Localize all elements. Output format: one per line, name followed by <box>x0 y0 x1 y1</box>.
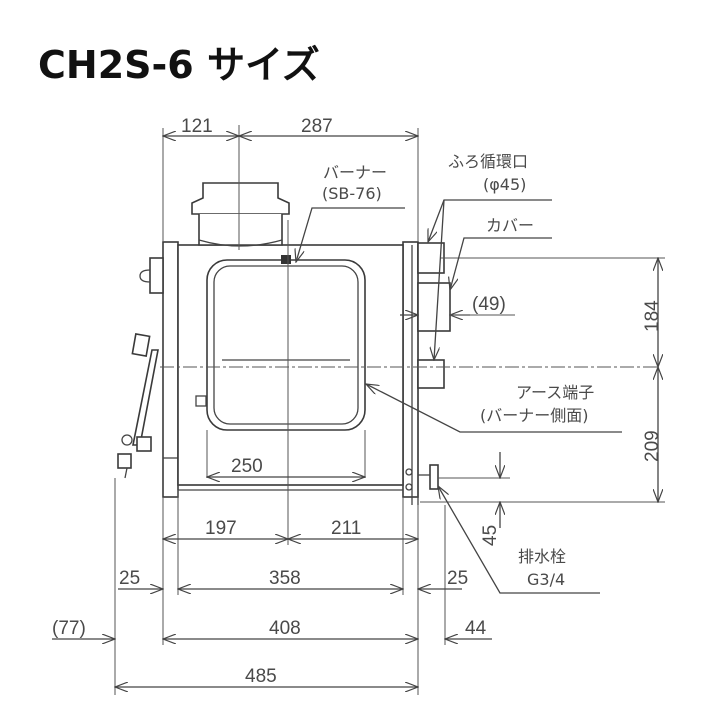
lower-port <box>417 359 445 389</box>
dimension-lines <box>52 136 658 687</box>
circulation-label-1: ふろ循環口 <box>448 152 528 171</box>
burner-label-2: (SB-76) <box>322 184 382 203</box>
dimension-texts: 121 287 250 197 211 25 358 25 (77) 408 4… <box>52 116 663 687</box>
dim-44: 44 <box>465 618 487 639</box>
dim-45: 45 <box>480 525 501 546</box>
dim-211: 211 <box>331 518 361 539</box>
dim-408: 408 <box>269 618 301 639</box>
right-fittings <box>405 242 451 491</box>
drain-label-2: G3/4 <box>527 570 565 589</box>
right-panel <box>402 241 419 498</box>
cover-label: カバー <box>486 216 534 235</box>
earth-label-2: (バーナー側面) <box>480 406 589 425</box>
burner-window <box>195 255 366 431</box>
dim-25-left: 25 <box>119 568 140 589</box>
drain-label-1: 排水栓 <box>518 547 566 566</box>
dim-49: (49) <box>472 294 506 315</box>
dim-197: 197 <box>205 518 237 539</box>
dim-209: 209 <box>642 430 663 462</box>
dim-485: 485 <box>245 666 277 687</box>
circulation-label-2: (φ45) <box>483 175 526 194</box>
dim-184: 184 <box>642 300 663 332</box>
dim-358: 358 <box>269 568 301 589</box>
dim-77: (77) <box>52 618 86 639</box>
dim-121: 121 <box>181 116 213 137</box>
dim-25-right: 25 <box>447 568 468 589</box>
part-labels: バーナー (SB-76) ふろ循環口 (φ45) カバー アース端子 (バーナー… <box>322 152 594 589</box>
left-fittings <box>117 257 164 479</box>
dim-250: 250 <box>231 456 263 477</box>
dim-287: 287 <box>301 116 333 137</box>
left-panel <box>162 241 179 498</box>
cover <box>417 282 451 332</box>
drain-valve <box>429 464 439 490</box>
page-title: CH2S-6 サイズ <box>38 43 320 87</box>
burner-label-1: バーナー <box>323 163 387 182</box>
earth-label-1: アース端子 <box>516 383 594 402</box>
flue-cap <box>191 182 290 247</box>
leader-lines <box>296 199 622 594</box>
